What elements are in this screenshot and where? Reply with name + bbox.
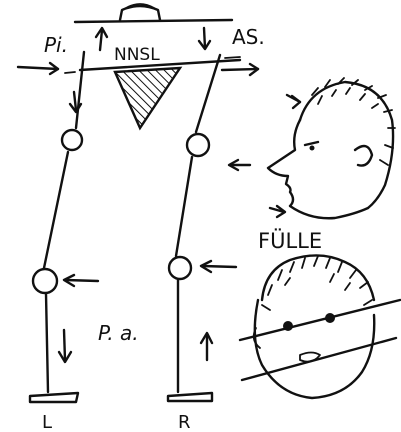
left-leg [28, 50, 86, 404]
reference-line [78, 58, 242, 72]
frontal-face [238, 254, 401, 400]
right-knee-joint [167, 255, 193, 281]
hatched-triangle [113, 66, 183, 131]
label-center-mid: P. a. [98, 321, 139, 345]
label-foot-right: R [178, 412, 191, 432]
left-hip-joint [60, 128, 84, 152]
right-hip-joint [185, 132, 211, 158]
label-foot-left: L [42, 412, 52, 432]
label-face-caption: FÜLLE [258, 228, 322, 253]
top-bar [73, 3, 234, 24]
profile-face [227, 77, 396, 220]
left-knee-joint [31, 267, 59, 295]
label-top-right: AS. [232, 25, 265, 49]
side-arrows-top [16, 26, 260, 77]
right-leg [166, 53, 222, 403]
label-top-left: Pi. [44, 33, 68, 57]
top-bridge-icon [118, 4, 162, 22]
right-foot [166, 391, 214, 403]
left-foot [28, 391, 80, 404]
label-center-top: NNSL [114, 45, 160, 65]
